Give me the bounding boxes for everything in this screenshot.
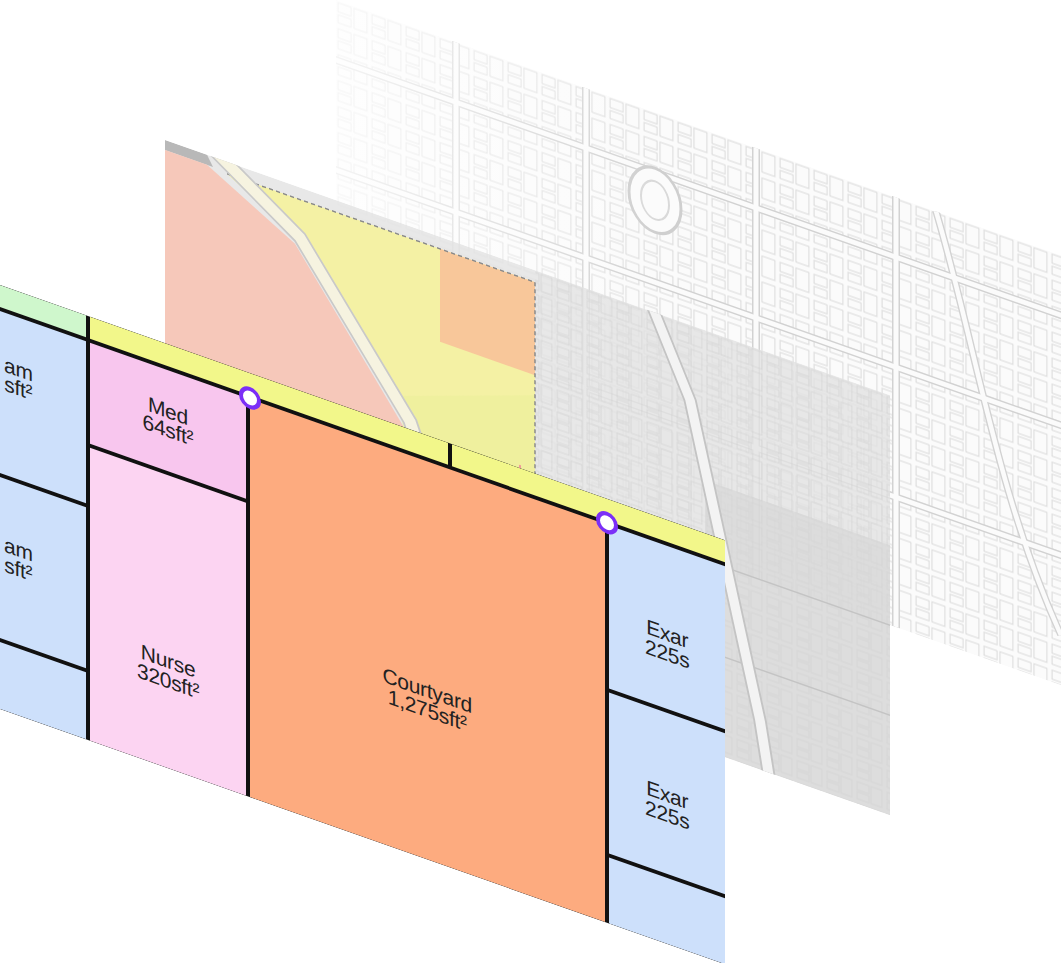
room-label: am sft²: [4, 354, 33, 404]
room-label: Med 64sft²: [143, 392, 194, 450]
room: Nurse 320sft²: [90, 448, 246, 796]
room-label: Exar 225s: [645, 777, 689, 832]
room-label: Nurse 320sft²: [137, 641, 199, 703]
room: am sft²: [0, 477, 86, 668]
room-label: Exar 225s: [645, 616, 689, 671]
room-label: Courtyard 1,275sft²: [383, 664, 473, 735]
room-label: am sft²: [4, 534, 33, 584]
room: am sft²: [0, 311, 86, 503]
